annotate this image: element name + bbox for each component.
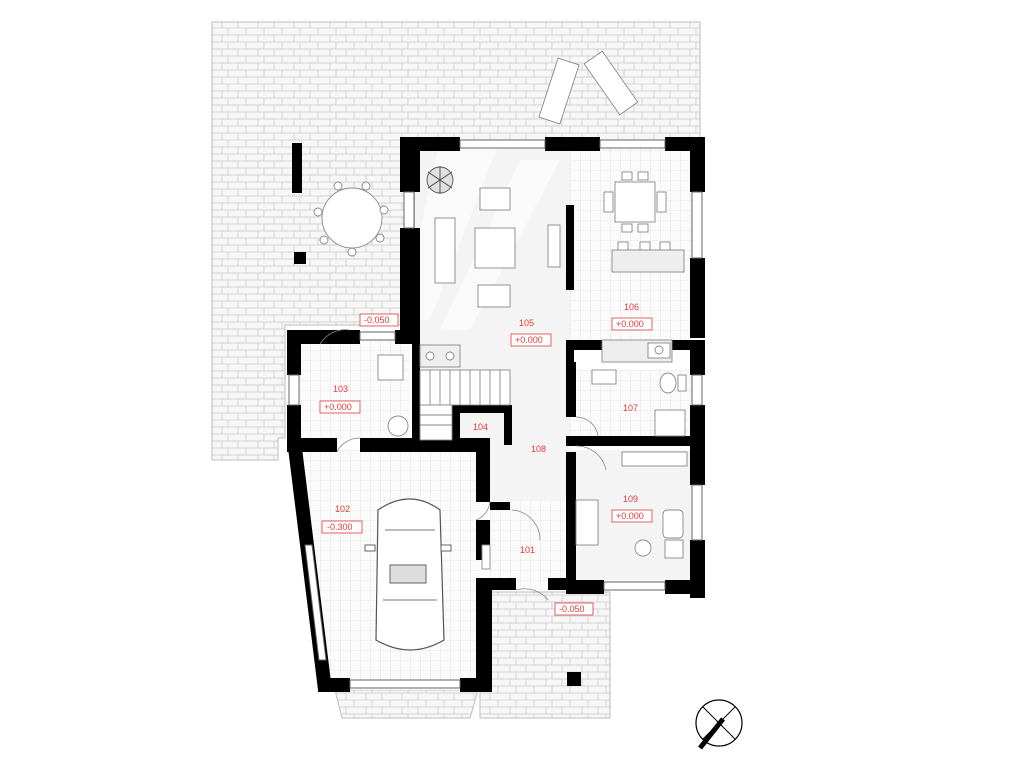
level-tag-106 <box>611 317 653 331</box>
stove-icon <box>419 344 461 368</box>
room-annotations: 101 102 -0.300 103 +0.000 104 105 +0.000… <box>319 302 653 616</box>
level-tag-109 <box>611 509 653 523</box>
room-103-level: +0.000 <box>324 402 352 412</box>
round-table-icon <box>313 181 389 257</box>
bathtub-icon <box>591 369 686 437</box>
garage-apron <box>334 689 479 719</box>
bedroom-furniture <box>575 451 688 559</box>
room-106-number: 106 <box>624 302 639 312</box>
room-102-number: 102 <box>335 504 350 514</box>
level-tag-102 <box>321 520 363 534</box>
room-106-level: +0.000 <box>616 319 644 329</box>
staircase <box>419 369 511 441</box>
car-icon <box>364 498 452 651</box>
level-tag-entrance-porch <box>554 602 594 616</box>
plant-icon <box>426 166 454 194</box>
level-tag-west-terrace <box>359 313 399 327</box>
west-terrace-level: -0.050 <box>364 315 390 325</box>
room-105-number: 105 <box>519 318 534 328</box>
compass-icon <box>695 699 743 750</box>
sofa-set <box>434 187 561 308</box>
windows <box>288 139 703 689</box>
room-109-level: +0.000 <box>616 511 644 521</box>
hall-fixtures <box>481 544 491 570</box>
room-101-number: 101 <box>520 545 535 555</box>
dining-table <box>603 171 667 233</box>
sun-lounger-icon <box>538 50 639 125</box>
room-108-number: 108 <box>531 444 546 454</box>
kitchen-island <box>611 241 685 273</box>
room-104-number: 104 <box>473 422 488 432</box>
room-103-number: 103 <box>333 384 348 394</box>
furniture <box>313 50 688 651</box>
room-102-level: -0.300 <box>327 522 353 532</box>
walls <box>287 137 705 692</box>
level-tag-105 <box>510 333 552 347</box>
toilet-icon <box>659 372 687 394</box>
room-105-level: +0.000 <box>515 335 543 345</box>
utility-room-fixtures <box>377 354 409 437</box>
terrace-north <box>211 21 701 461</box>
room-109-number: 109 <box>623 494 638 504</box>
entrance-porch-level: -0.050 <box>559 604 585 614</box>
door-swings <box>319 329 607 601</box>
level-tag-103 <box>319 400 361 414</box>
room-107-number: 107 <box>623 403 638 413</box>
sink-icon <box>601 339 673 363</box>
